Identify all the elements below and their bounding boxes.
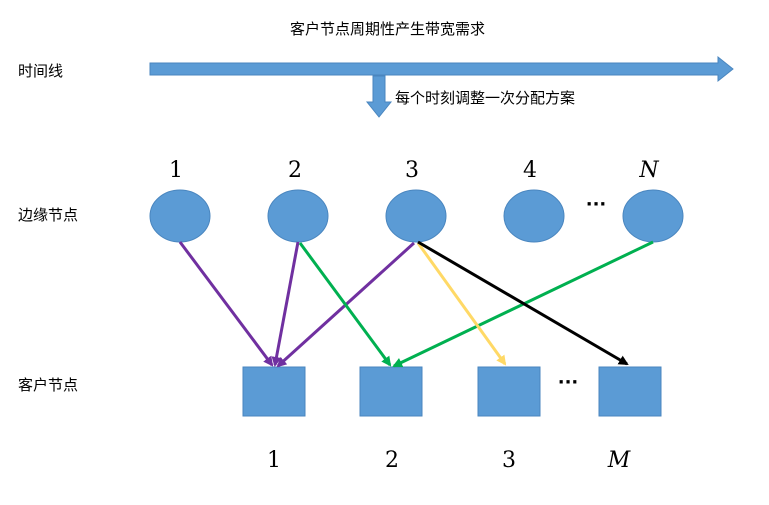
client-nodes-ellipsis: ··· <box>557 372 579 393</box>
edge-node-N-label: N <box>639 158 659 183</box>
client-node-M <box>598 366 662 417</box>
connection-edge1-client1 <box>178 241 274 367</box>
client-node-1-label: 1 <box>267 448 281 473</box>
client-node-3 <box>477 366 541 417</box>
edge-node-3 <box>385 189 447 243</box>
edge-node-3-label: 3 <box>405 158 419 183</box>
edge-nodes-label: 边缘节点 <box>18 206 79 224</box>
connection-edge2-client2 <box>298 242 392 367</box>
client-node-1 <box>242 366 306 417</box>
timeline-label: 时间线 <box>18 62 64 80</box>
edge-node-N <box>622 189 684 243</box>
down-arrow <box>365 75 393 118</box>
client-node-3-label: 3 <box>502 448 516 473</box>
edge-nodes-ellipsis: ··· <box>585 194 607 215</box>
timeline-note: 每个时刻调整一次分配方案 <box>395 89 576 107</box>
connection-edge2-client1 <box>271 241 300 367</box>
connection-edge3-clientM <box>417 240 629 366</box>
connection-edge3-client3 <box>416 242 507 366</box>
edge-node-1 <box>149 189 211 243</box>
edge-node-4 <box>503 189 565 243</box>
client-node-2-label: 2 <box>385 448 399 473</box>
client-node-2 <box>359 366 423 417</box>
client-nodes-label: 客户节点 <box>18 376 79 394</box>
client-node-M-label: M <box>607 448 631 473</box>
edge-node-2-label: 2 <box>288 158 302 183</box>
edge-node-2 <box>267 189 329 243</box>
edge-node-1-label: 1 <box>169 158 183 183</box>
diagram-title: 客户节点周期性产生带宽需求 <box>290 20 486 38</box>
timeline-arrow <box>149 55 734 83</box>
edge-node-4-label: 4 <box>523 158 537 183</box>
